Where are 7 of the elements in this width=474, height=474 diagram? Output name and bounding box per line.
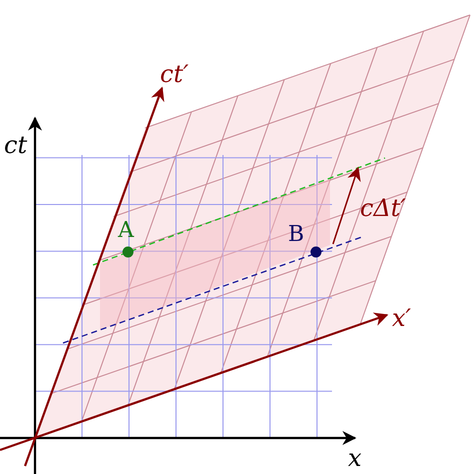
- axis-label: x′: [392, 306, 411, 330]
- axis-label: x: [348, 446, 362, 470]
- axis-label: cΔt′: [360, 196, 406, 220]
- event-label: A: [118, 220, 134, 242]
- axis-label: ct: [4, 133, 28, 157]
- axis-label: ct′: [160, 62, 189, 86]
- event-label: B: [288, 224, 304, 246]
